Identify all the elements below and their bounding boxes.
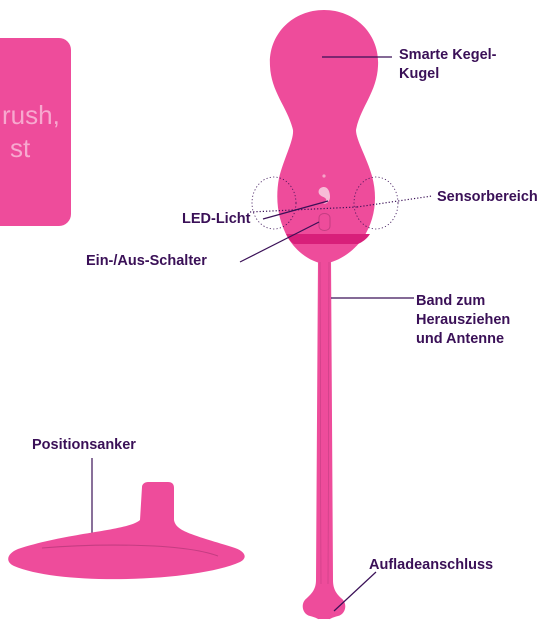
label-band-line-1: Band zum <box>416 293 485 310</box>
label-band-line-3: und Antenne <box>416 331 504 348</box>
label-anchor: Positionsanker <box>32 437 136 454</box>
position-anchor <box>8 482 244 579</box>
label-smart-ball-line-1: Smarte Kegel- <box>399 47 497 64</box>
leader-charging <box>334 572 376 611</box>
label-power-switch: Ein-/Aus-Schalter <box>86 253 207 270</box>
label-band-line-2: Herausziehen <box>416 312 510 329</box>
band-ring <box>286 234 370 244</box>
kegel-ball-body <box>270 10 378 264</box>
led-indicator-dot <box>322 174 325 177</box>
charging-port-slot <box>318 619 330 622</box>
antenna-tail <box>303 258 346 622</box>
label-smart-ball-line-2: Kugel <box>399 66 439 83</box>
label-charging-port: Aufladeanschluss <box>369 557 493 574</box>
label-led-light: LED-Licht <box>182 211 250 228</box>
label-sensor-area: Sensorbereich <box>437 189 538 206</box>
